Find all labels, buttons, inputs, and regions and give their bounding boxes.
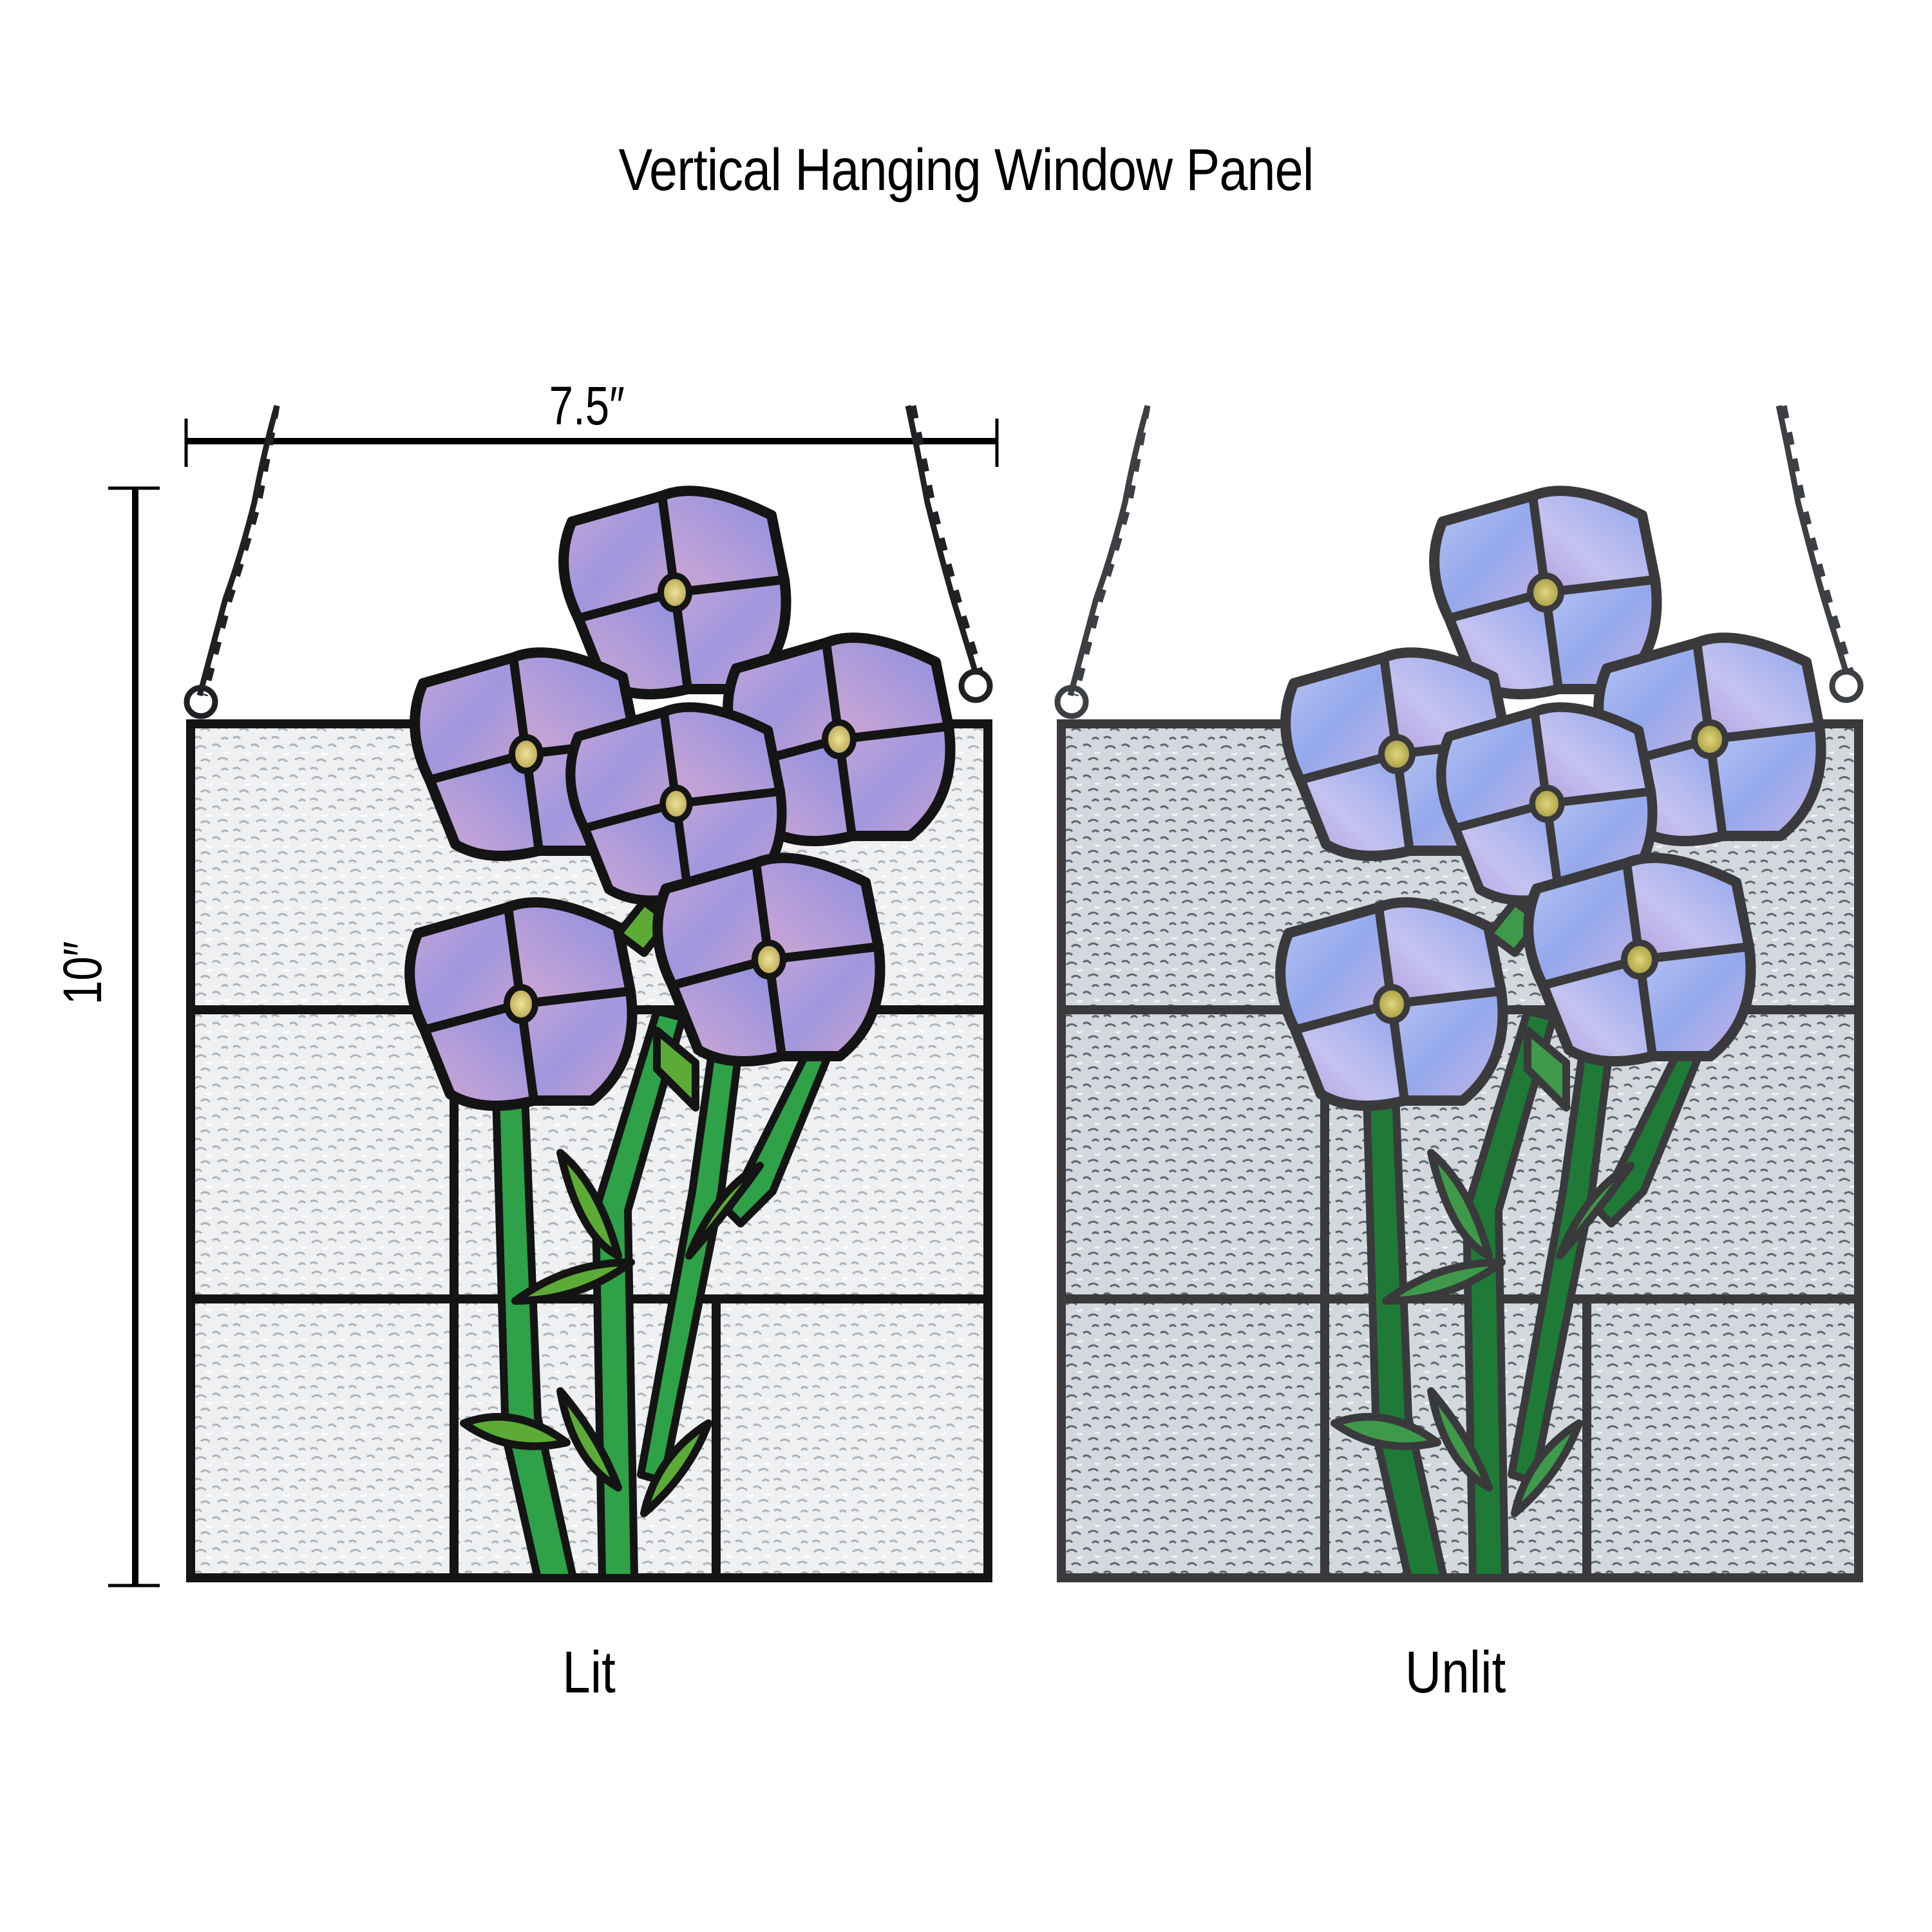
panel-unlit bbox=[1054, 404, 1864, 1582]
width-dimension-label: 7.5″ bbox=[549, 375, 625, 436]
width-dimension bbox=[184, 419, 999, 467]
panel-lit bbox=[184, 404, 993, 1582]
chain-left bbox=[1054, 404, 1151, 719]
flower bbox=[658, 858, 880, 1061]
flower bbox=[410, 902, 632, 1106]
flower bbox=[1528, 858, 1750, 1061]
chain-right bbox=[905, 405, 993, 703]
page-title: Vertical Hanging Window Panel bbox=[618, 137, 1314, 203]
chain-right bbox=[1776, 405, 1864, 703]
chain-left bbox=[184, 404, 280, 719]
flower bbox=[1280, 902, 1502, 1106]
height-dimension-label: 10″ bbox=[52, 941, 113, 1005]
height-dimension bbox=[108, 486, 160, 1587]
caption-lit: Lit bbox=[562, 1640, 616, 1705]
caption-unlit: Unlit bbox=[1405, 1640, 1506, 1705]
